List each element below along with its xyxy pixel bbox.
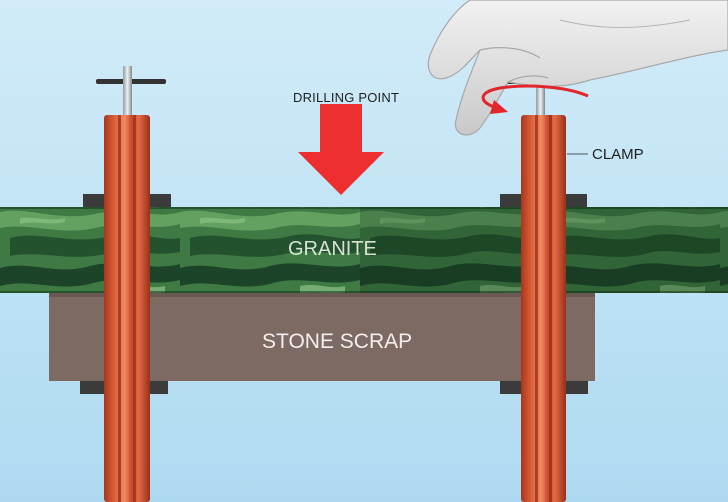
left-clamp-rod xyxy=(104,115,150,502)
stone-scrap-label: STONE SCRAP xyxy=(262,330,413,353)
left-clamp xyxy=(96,66,166,502)
drilling-point-label: DRILLING POINT xyxy=(293,90,400,105)
glove-hand xyxy=(427,0,728,136)
right-clamp-screw xyxy=(536,66,545,122)
clamp-label: CLAMP xyxy=(592,146,644,163)
rotation-arrow-icon xyxy=(481,84,589,114)
drilling-arrow-icon xyxy=(298,104,384,195)
left-clamp-screw xyxy=(123,66,132,122)
granite-label: GRANITE xyxy=(288,238,377,260)
right-clamp-rod xyxy=(521,115,566,502)
